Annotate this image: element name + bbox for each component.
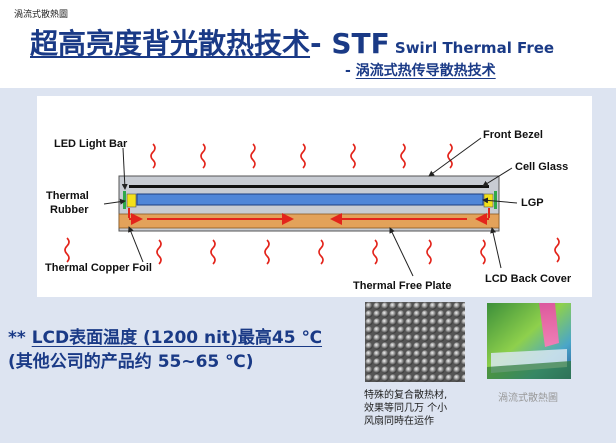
note-line-1-text: LCD表面温度 (1200 nit)最高45 ℃ bbox=[31, 328, 323, 348]
leader-lines bbox=[103, 137, 518, 277]
led-bar-left bbox=[123, 191, 126, 209]
title-separator: - bbox=[310, 27, 332, 60]
diagram-svg: LED Light Bar Front Bezel Cell Glass The… bbox=[45, 129, 572, 292]
material-caption-line-2: 效果等同几万 个小 bbox=[364, 403, 448, 414]
label-thermal-rubber-line2: Rubber bbox=[50, 204, 89, 216]
label-lgp: LGP bbox=[521, 197, 544, 209]
material-texture-image bbox=[365, 302, 465, 382]
heat-waves-bottom bbox=[156, 239, 486, 265]
subtitle-dash: - bbox=[345, 63, 356, 79]
thermal-caption: 渦流式散熱圖 bbox=[498, 393, 558, 404]
material-caption: 特殊的复合散热材, 效果等同几万 个小 风扇同時在运作 bbox=[364, 389, 447, 428]
heat-waves-top bbox=[150, 143, 453, 169]
title-row: 超高亮度背光散热技术- STF Swirl Thermal Free bbox=[30, 22, 554, 62]
cell-glass bbox=[129, 185, 489, 188]
label-thermal-copper-foil: Thermal Copper Foil bbox=[45, 262, 152, 274]
label-thermal-free-plate: Thermal Free Plate bbox=[353, 280, 451, 292]
subtitle-text: 涡流式热传导散热技术 bbox=[355, 63, 496, 79]
copper-foil bbox=[118, 213, 500, 229]
note-prefix: ** bbox=[8, 328, 32, 348]
subtitle: - 涡流式热传导散热技术 bbox=[345, 60, 496, 80]
label-led-light-bar: LED Light Bar bbox=[54, 138, 128, 150]
material-caption-line-1: 特殊的复合散热材, bbox=[364, 390, 448, 401]
label-front-bezel: Front Bezel bbox=[483, 129, 543, 141]
cross-section-diagram: LED Light Bar Front Bezel Cell Glass The… bbox=[37, 96, 592, 297]
label-lcd-back-cover: LCD Back Cover bbox=[485, 273, 572, 285]
note-line-1: ** LCD表面温度 (1200 nit)最高45 ℃ bbox=[8, 326, 322, 350]
lgp-plate bbox=[136, 193, 484, 206]
thermal-image bbox=[487, 303, 571, 379]
title-english: Swirl Thermal Free bbox=[394, 39, 555, 57]
title-stf: STF bbox=[331, 27, 390, 60]
corner-label: 渦流式散熱圖 bbox=[14, 10, 69, 20]
led-bar-right bbox=[494, 191, 497, 209]
thermal-rubber-left bbox=[126, 193, 137, 208]
heat-waves-sides bbox=[64, 237, 560, 263]
panel-stack bbox=[118, 175, 500, 232]
temperature-note: ** LCD表面温度 (1200 nit)最高45 ℃ (其他公司的产品约 55… bbox=[8, 326, 322, 374]
label-cell-glass: Cell Glass bbox=[515, 161, 568, 173]
note-line-2: (其他公司的产品约 55~65 ℃) bbox=[8, 352, 254, 372]
material-caption-line-3: 风扇同時在运作 bbox=[364, 416, 434, 427]
label-thermal-rubber-line1: Thermal bbox=[46, 190, 89, 202]
title-main: 超高亮度背光散热技术 bbox=[30, 27, 311, 60]
